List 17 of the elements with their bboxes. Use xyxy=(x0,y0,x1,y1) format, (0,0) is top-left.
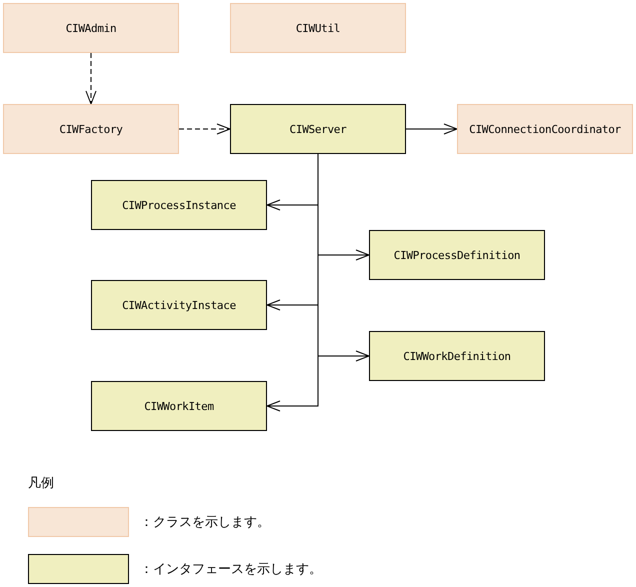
interface-box: CIWWorkItem xyxy=(91,381,267,431)
legend-text: ：インタフェースを示します。 xyxy=(140,561,322,578)
interface-box: CIWProcessDefinition xyxy=(369,230,545,280)
legend-title: 凡例 xyxy=(28,475,54,492)
class-box: CIWAdmin xyxy=(3,3,179,53)
interface-box: CIWActivityInstace xyxy=(91,280,267,330)
class-box: CIWConnectionCoordinator xyxy=(457,104,633,154)
arrow xyxy=(266,154,318,412)
arrow xyxy=(406,124,458,134)
class-box: CIWFactory xyxy=(3,104,179,154)
interface-box: CIWServer xyxy=(230,104,406,154)
legend-text: ：クラスを示します。 xyxy=(140,514,270,531)
interface-box: CIWProcessInstance xyxy=(91,180,267,230)
dashed-arrow xyxy=(178,124,230,134)
class-box: CIWUtil xyxy=(230,3,406,53)
dashed-arrow xyxy=(86,52,96,104)
interface-box: CIWWorkDefinition xyxy=(369,331,545,381)
